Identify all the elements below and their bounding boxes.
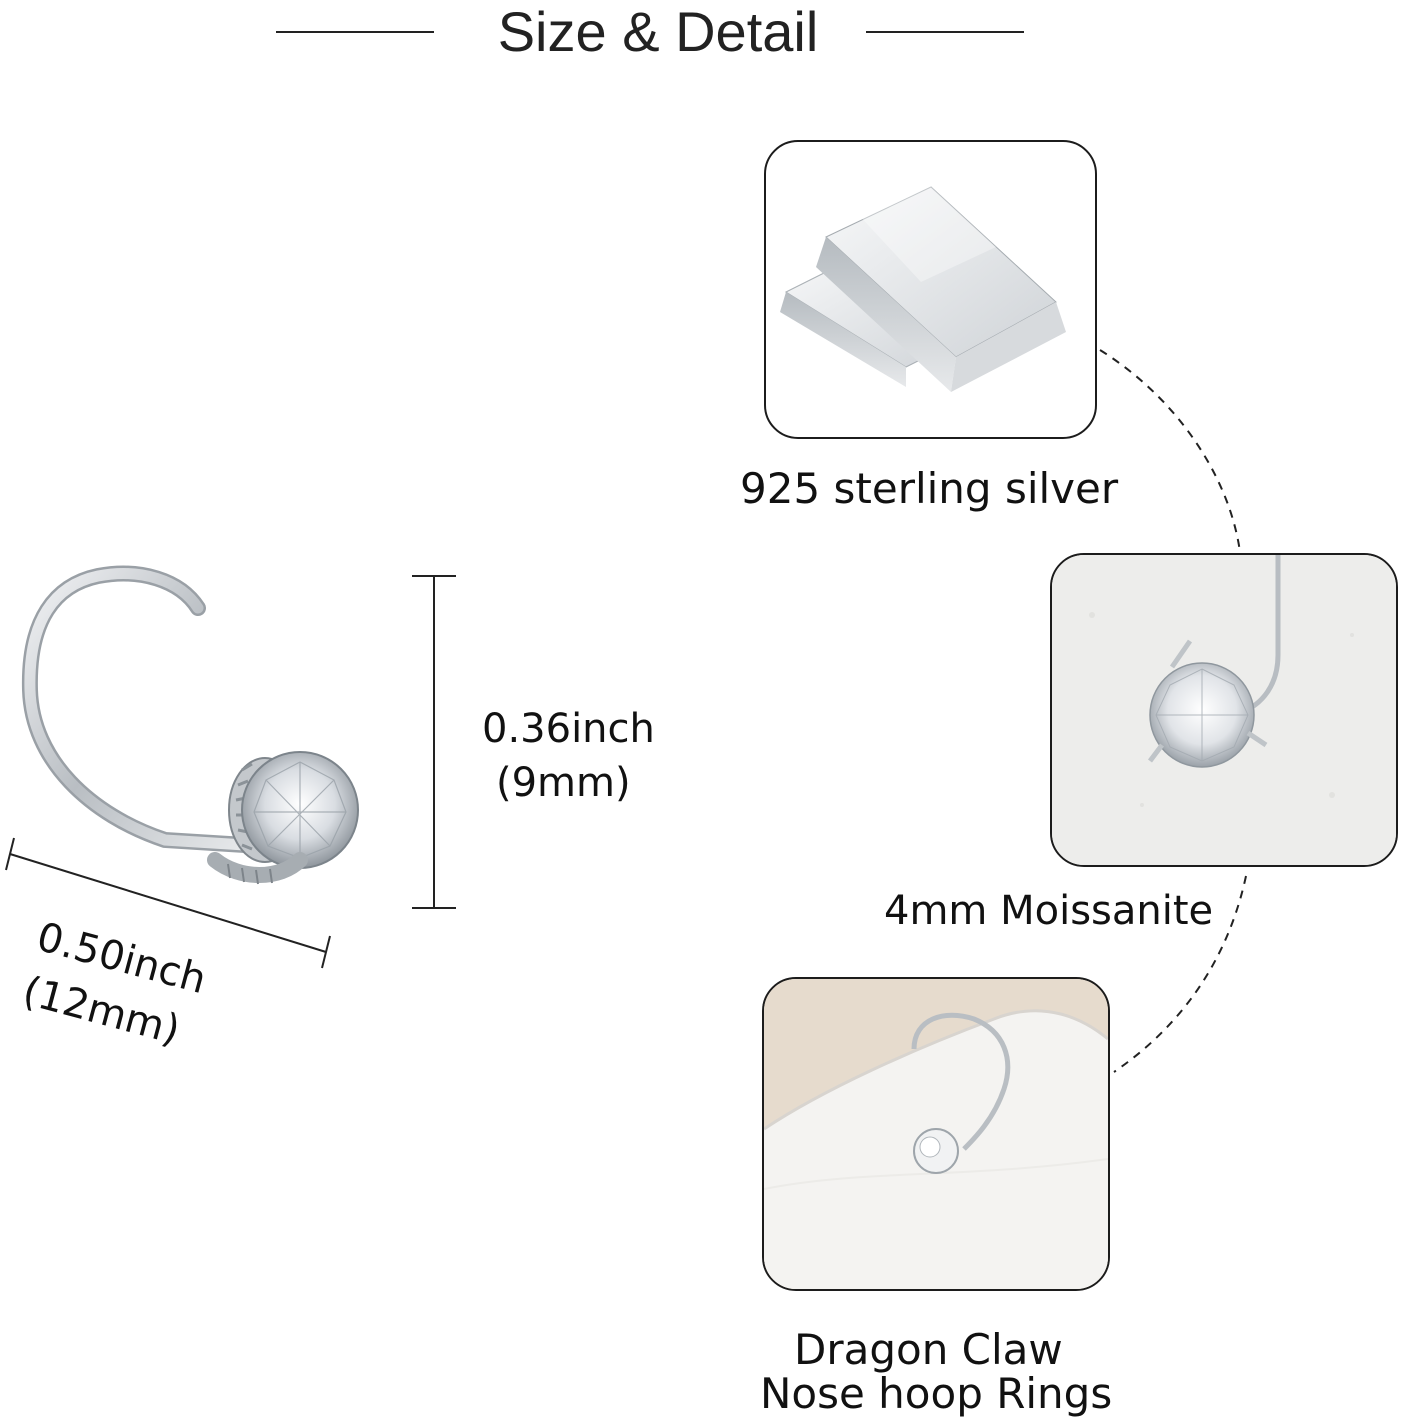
feature-label-silver: 925 sterling silver (740, 464, 1119, 513)
feature-label-dragon-claw-line1: Dragon Claw (794, 1325, 1063, 1374)
dashed-connector (1080, 340, 1260, 1080)
height-mm-label: (9mm) (496, 760, 631, 806)
silver-bars-icon (780, 182, 1066, 392)
nose-ring-icon (21, 565, 359, 885)
height-dimension-marker (408, 574, 460, 912)
moissanite-stone-icon (1052, 555, 1396, 865)
feature-card-silver (764, 140, 1097, 439)
header: Size & Detail (0, 0, 1401, 64)
height-inch-label: 0.36inch (482, 706, 655, 752)
title-rule-right (866, 31, 1024, 33)
page-title: Size & Detail (497, 0, 819, 63)
feature-label-moissanite: 4mm Moissanite (884, 888, 1214, 934)
product-image (0, 540, 480, 920)
title-rule-left (276, 31, 434, 33)
feature-label-dragon-claw-line2: Nose hoop Rings (760, 1369, 1113, 1418)
feature-card-dragon-claw (762, 977, 1110, 1291)
feature-card-moissanite (1050, 553, 1398, 867)
nose-ring-on-stone-icon (764, 979, 1108, 1289)
width-dimension-marker (0, 834, 340, 984)
